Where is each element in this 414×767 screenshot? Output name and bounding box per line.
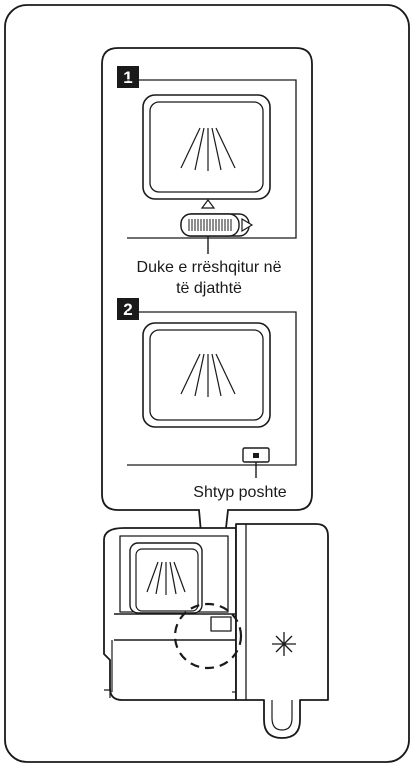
arrow-right-icon <box>241 217 254 233</box>
side-clip-left <box>104 689 111 698</box>
slide-latch-icon <box>180 199 254 237</box>
spray-icon <box>180 353 236 397</box>
step-2-panel <box>127 311 297 466</box>
detail-circle <box>173 602 243 670</box>
step-1: 1 <box>117 66 297 297</box>
step-1-window-inner <box>149 101 264 193</box>
step-2: 2 Shtyp poshte <box>117 298 297 501</box>
lid-tab <box>271 700 293 731</box>
housing-rim <box>119 535 229 613</box>
dispenser-button <box>210 616 232 632</box>
push-button-icon <box>242 447 270 463</box>
dispenser-window-inner <box>135 548 199 612</box>
dispenser-unit <box>103 523 329 739</box>
step-2-caption: Shtyp poshte <box>193 484 287 501</box>
step-1-badge <box>117 66 139 88</box>
step-2-window-inner <box>149 329 264 421</box>
step-1-panel <box>127 79 297 239</box>
sparkle-icon <box>272 632 296 656</box>
step-2-badge <box>117 298 139 320</box>
spray-icon <box>180 127 236 171</box>
step-2-number: 2 <box>123 300 132 319</box>
step-1-caption-line2: të djathtë <box>176 280 242 297</box>
dispenser-lid <box>235 523 329 739</box>
spray-icon <box>146 561 186 595</box>
step-1-caption-line1: Duke e rrëshqitur në <box>137 259 282 276</box>
arrow-up-icon <box>200 199 216 209</box>
step-1-number: 1 <box>123 68 132 87</box>
